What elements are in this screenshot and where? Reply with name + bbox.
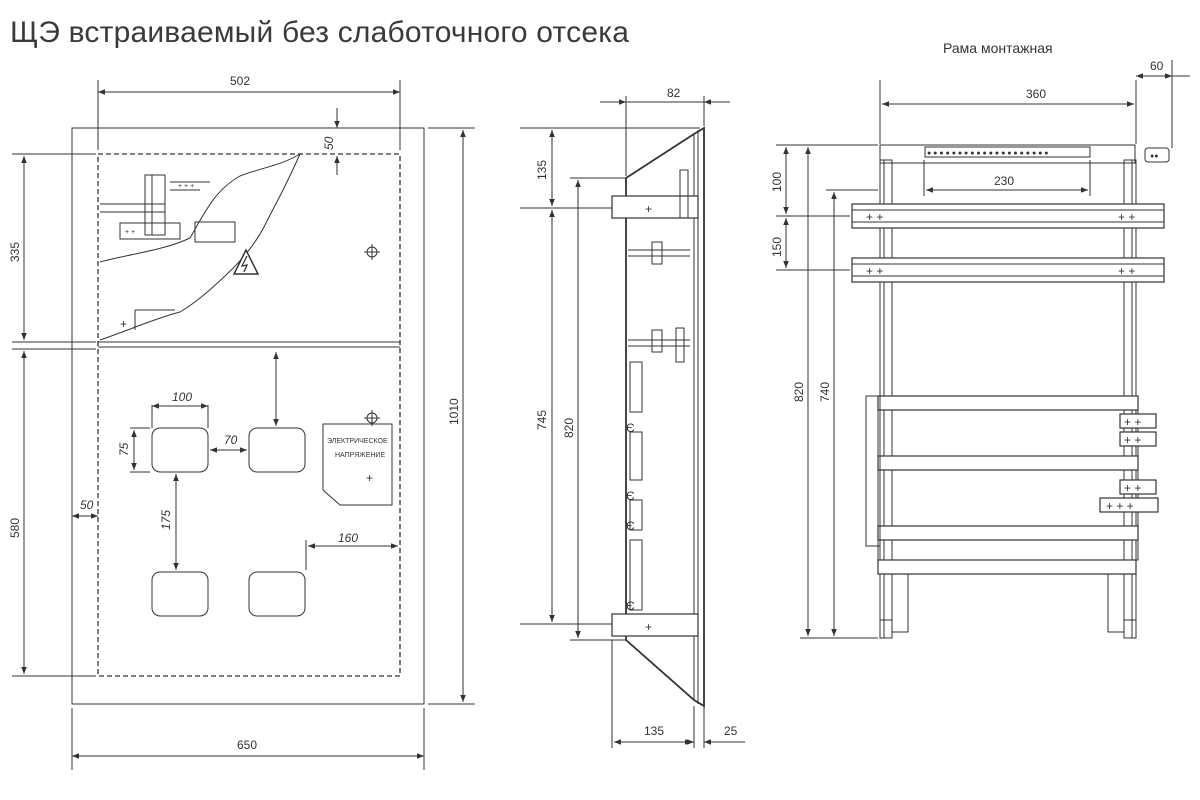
- lock-crosshair-lower: [364, 410, 380, 426]
- svg-text:+ +: + +: [125, 229, 135, 236]
- meter-plate-2: [877, 455, 1139, 471]
- internal-rails: Є Є Є Є: [626, 241, 690, 613]
- bottom-bracket: [611, 613, 699, 637]
- dim-window-gap: 70: [224, 433, 238, 447]
- cutaway-edge-lower: [99, 153, 301, 341]
- svg-text:Є: Є: [626, 489, 635, 503]
- svg-text:+: +: [645, 620, 652, 634]
- svg-text:● ● ● ● ● ● ● ● ● ● ● ● ● ● ●: ● ● ● ● ● ● ● ● ● ● ● ● ● ● ● ● ● ● ● ●: [927, 150, 1049, 157]
- svg-text:+ + +: + + +: [178, 183, 194, 190]
- diagram-title: ЩЭ встраиваемый без слаботочного отсека: [10, 16, 630, 49]
- top-bracket: [611, 195, 699, 219]
- meter-plate-1: [877, 395, 1139, 411]
- screw-mark: +: [120, 317, 127, 331]
- meter-window-2: [248, 427, 306, 473]
- side-clip: [1144, 147, 1170, 163]
- warning-label-line1: ЭЛЕКТРИЧЕСКОЕ: [327, 438, 388, 445]
- frame-title: Рама монтажная: [943, 40, 1053, 56]
- svg-text:+ +: + +: [1124, 415, 1141, 429]
- warning-label-line2: НАПРЯЖЕНИЕ: [335, 452, 385, 459]
- dim-lower-height: 580: [8, 518, 22, 538]
- svg-text:+ +: + +: [1124, 481, 1141, 495]
- dim-window-vertical-gap: 175: [159, 510, 173, 530]
- dim-door-width: 502: [230, 74, 250, 88]
- lock-crosshair-upper: [364, 244, 380, 260]
- din-rail-equipment: + + + + + +: [100, 174, 236, 331]
- svg-text:+ + +: + + +: [1106, 499, 1134, 513]
- svg-text:+ +: + +: [866, 210, 883, 224]
- side-view: + + Є Є Є Є 82: [520, 86, 745, 748]
- svg-text:+ +: + +: [866, 264, 883, 278]
- svg-text:Є: Є: [626, 421, 635, 435]
- dim-side-top-offset: 135: [535, 160, 549, 180]
- dim-window-height: 75: [117, 442, 131, 456]
- dim-bottom-depth: 135: [644, 724, 664, 738]
- frame-base-top: [877, 559, 1137, 575]
- dim-frame-side-offset: 60: [1150, 59, 1164, 73]
- svg-text:Є: Є: [626, 519, 635, 533]
- frame-view: ● ● ● ● ● ● ● ● ● ● ● ● ● ● ● ● ● ● ● ● …: [770, 59, 1190, 639]
- dim-frame-width: 360: [1026, 87, 1046, 101]
- svg-text:Є: Є: [626, 599, 635, 613]
- top-terminal-bar: [879, 144, 1136, 164]
- dim-side-inner-height: 745: [535, 410, 549, 430]
- meter-window-1: [151, 427, 209, 473]
- svg-text:+ +: + +: [1124, 433, 1141, 447]
- din-rail-1: [851, 203, 1165, 229]
- side-clamps: + + + + + + + + +: [1099, 413, 1159, 513]
- front-view: + + + + + + ЭЛЕКТРИЧЕСК: [8, 74, 475, 770]
- warning-label-plate: [322, 423, 393, 506]
- high-voltage-icon: [232, 248, 260, 275]
- dim-frame-top-offset: 100: [770, 172, 784, 192]
- dim-rail-spacing: 150: [770, 237, 784, 257]
- door-outline: [97, 153, 401, 677]
- dim-door-thickness: 25: [724, 724, 738, 738]
- svg-text:+ +: + +: [1118, 210, 1135, 224]
- terminal-block: ● ● ● ● ● ● ● ● ● ● ● ● ● ● ● ● ● ● ● ●: [924, 146, 1091, 158]
- meter-window-4: [248, 571, 306, 617]
- svg-text:+ +: + +: [1118, 264, 1135, 278]
- dim-outer-width: 650: [237, 738, 257, 752]
- meter-window-3: [151, 571, 209, 617]
- outer-frame: [71, 127, 425, 705]
- dim-top-depth: 82: [667, 86, 681, 100]
- label-screw-mark: +: [366, 471, 373, 485]
- dim-frame-inner-height: 740: [818, 382, 832, 402]
- svg-text:●●: ●●: [1150, 153, 1158, 160]
- dim-top-offset: 50: [322, 136, 336, 150]
- dim-bar-width: 230: [994, 174, 1014, 188]
- dim-side-outer-height: 820: [562, 418, 576, 438]
- dim-window-width: 100: [172, 390, 192, 404]
- dim-upper-height: 335: [8, 242, 22, 262]
- meter-plate-3: [877, 525, 1139, 541]
- cutaway-edge: [99, 153, 301, 263]
- dim-total-height: 1010: [447, 398, 461, 425]
- dim-side-offset: 50: [80, 498, 94, 512]
- din-rail-2: [851, 257, 1165, 283]
- dim-frame-total-height: 820: [792, 382, 806, 402]
- svg-text:+: +: [645, 202, 652, 216]
- dim-right-offset: 160: [338, 531, 358, 545]
